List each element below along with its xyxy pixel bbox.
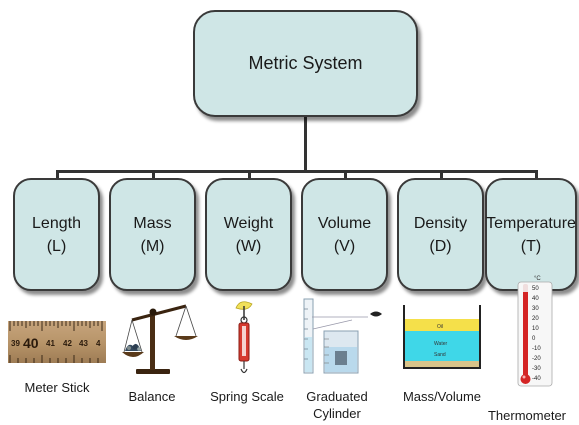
density-layers-icon: Oil Water Sand bbox=[403, 305, 481, 369]
connector-density bbox=[440, 170, 443, 180]
category-density: Density (D) bbox=[397, 178, 484, 291]
ruler-number: 4 bbox=[96, 339, 101, 348]
tool-label-balance: Balance bbox=[128, 389, 176, 404]
connector-length bbox=[56, 170, 59, 180]
tool-label-line: Cylinder bbox=[313, 406, 361, 421]
category-symbol: (W) bbox=[235, 237, 262, 255]
category-name: Volume bbox=[317, 214, 372, 232]
connector-mass bbox=[152, 170, 155, 180]
connector-root-stem bbox=[304, 117, 307, 171]
thermometer-tick: -10 bbox=[532, 346, 541, 352]
connector-temperature bbox=[535, 170, 538, 180]
graduated-cylinder-icon bbox=[303, 298, 382, 374]
thermometer-unit: °C bbox=[534, 276, 541, 282]
meter-stick-icon: 39 40 41 42 43 4 bbox=[8, 321, 106, 363]
category-name: Weight bbox=[223, 214, 274, 232]
ruler-number: 39 bbox=[11, 339, 20, 348]
connector-volume bbox=[344, 170, 347, 180]
category-name: Density bbox=[413, 214, 468, 232]
thermometer-icon: °C 50 40 30 20 10 0 -10 -20 -30 -40 bbox=[517, 276, 553, 387]
tool-label-spring-scale: Spring Scale bbox=[210, 389, 284, 404]
thermometer-tick: 40 bbox=[532, 296, 539, 302]
category-mass: Mass (M) bbox=[109, 178, 196, 291]
category-symbol: (M) bbox=[140, 237, 165, 255]
category-temperature: Temperature (T) bbox=[485, 178, 577, 291]
thermometer-tick: 10 bbox=[532, 326, 539, 332]
ruler-number: 42 bbox=[63, 339, 72, 348]
category-name: Temperature bbox=[486, 214, 576, 232]
category-symbol: (D) bbox=[429, 237, 452, 255]
root-node-metric-system: Metric System bbox=[193, 10, 418, 117]
tool-label-thermometer: Thermometer bbox=[487, 408, 567, 423]
thermometer-tick: -40 bbox=[532, 376, 541, 382]
balance-icon bbox=[122, 304, 198, 374]
connector-horizontal bbox=[56, 170, 538, 173]
tool-label-mass-volume: Mass/Volume bbox=[402, 389, 482, 404]
tool-label-graduated-cylinder: Graduated Cylinder bbox=[296, 388, 378, 422]
category-weight: Weight (W) bbox=[205, 178, 292, 291]
spring-scale-icon bbox=[235, 301, 253, 374]
category-name: Length bbox=[32, 214, 81, 232]
ruler-number: 43 bbox=[79, 339, 88, 348]
ruler-number: 40 bbox=[23, 335, 39, 351]
category-volume: Volume (V) bbox=[301, 178, 388, 291]
thermometer-tick: 50 bbox=[532, 286, 539, 292]
category-symbol: (T) bbox=[520, 237, 542, 255]
tool-label-line: Graduated bbox=[306, 389, 368, 404]
layer-label: Oil bbox=[437, 324, 443, 330]
thermometer-tick: 20 bbox=[532, 316, 539, 322]
thermometer-tick: 0 bbox=[532, 336, 536, 342]
layer-label: Water bbox=[434, 341, 447, 347]
category-length: Length (L) bbox=[13, 178, 100, 291]
category-symbol: (L) bbox=[46, 237, 67, 255]
thermometer-tick: 30 bbox=[532, 306, 539, 312]
thermometer-tick: -30 bbox=[532, 366, 541, 372]
root-label: Metric System bbox=[248, 53, 363, 73]
tool-label-meter-stick: Meter Stick bbox=[24, 380, 90, 395]
thermometer-tick: -20 bbox=[532, 356, 541, 362]
connector-weight bbox=[248, 170, 251, 180]
category-name: Mass bbox=[133, 214, 172, 232]
layer-label: Sand bbox=[434, 352, 446, 358]
category-symbol: (V) bbox=[333, 237, 356, 255]
ruler-number: 41 bbox=[46, 339, 55, 348]
